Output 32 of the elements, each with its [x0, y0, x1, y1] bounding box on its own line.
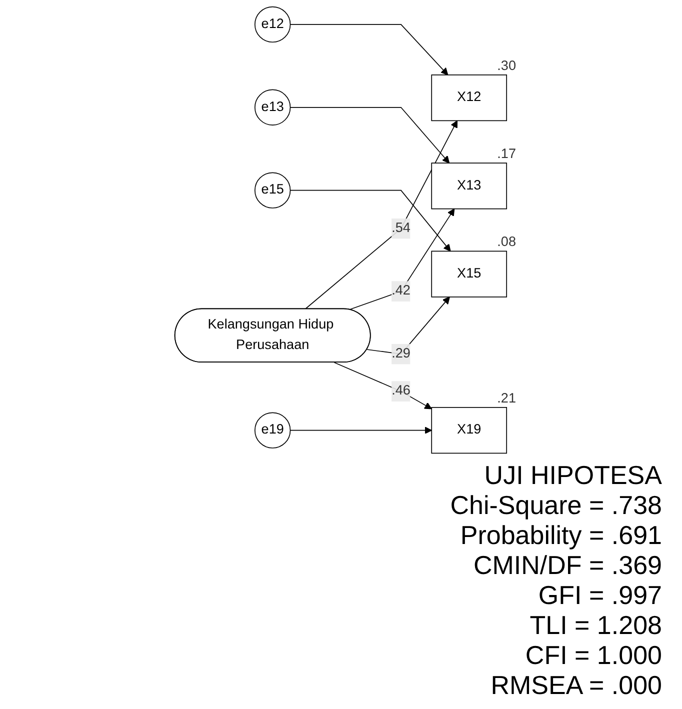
edge-label: .46 [392, 384, 411, 398]
fit-statistic: CFI = 1.000 [524, 640, 662, 670]
fit-statistic: CMIN/DF = .369 [472, 550, 662, 580]
node-circle: e13 [254, 89, 291, 126]
node-box: X13 [431, 162, 508, 210]
arrow [334, 362, 432, 410]
edge-label: .29 [392, 346, 411, 361]
fit-statistic: TLI = 1.208 [528, 610, 662, 640]
arrow [290, 426, 432, 434]
coefficient-value: .17 [497, 146, 516, 161]
node-circle: e19 [254, 412, 291, 448]
fit-statistic: GFI = .997 [537, 580, 662, 610]
arrow [304, 120, 458, 310]
fit-statistic: Probability = .691 [459, 520, 662, 550]
node-box: X12 [431, 74, 508, 122]
arrow [290, 106, 450, 164]
coefficient-value: .08 [497, 234, 516, 250]
node-box: X15 [431, 250, 508, 298]
edge-label: .42 [392, 284, 411, 298]
edge-label: .54 [392, 220, 411, 236]
node-circle: e12 [254, 6, 291, 43]
panel-heading: UJI HIPOTESA [483, 460, 662, 490]
arrow [349, 208, 455, 310]
arrow [290, 24, 448, 76]
node-circle: e15 [254, 172, 291, 208]
fit-statistic: RMSEA = .000 [490, 670, 662, 700]
node-box: X19 [431, 407, 508, 454]
arrow [366, 296, 450, 354]
arrow [290, 190, 452, 252]
coefficient-value: .21 [497, 390, 516, 406]
coefficient-value: .30 [497, 58, 516, 73]
fit-statistic: Chi-Square = .738 [450, 490, 662, 520]
